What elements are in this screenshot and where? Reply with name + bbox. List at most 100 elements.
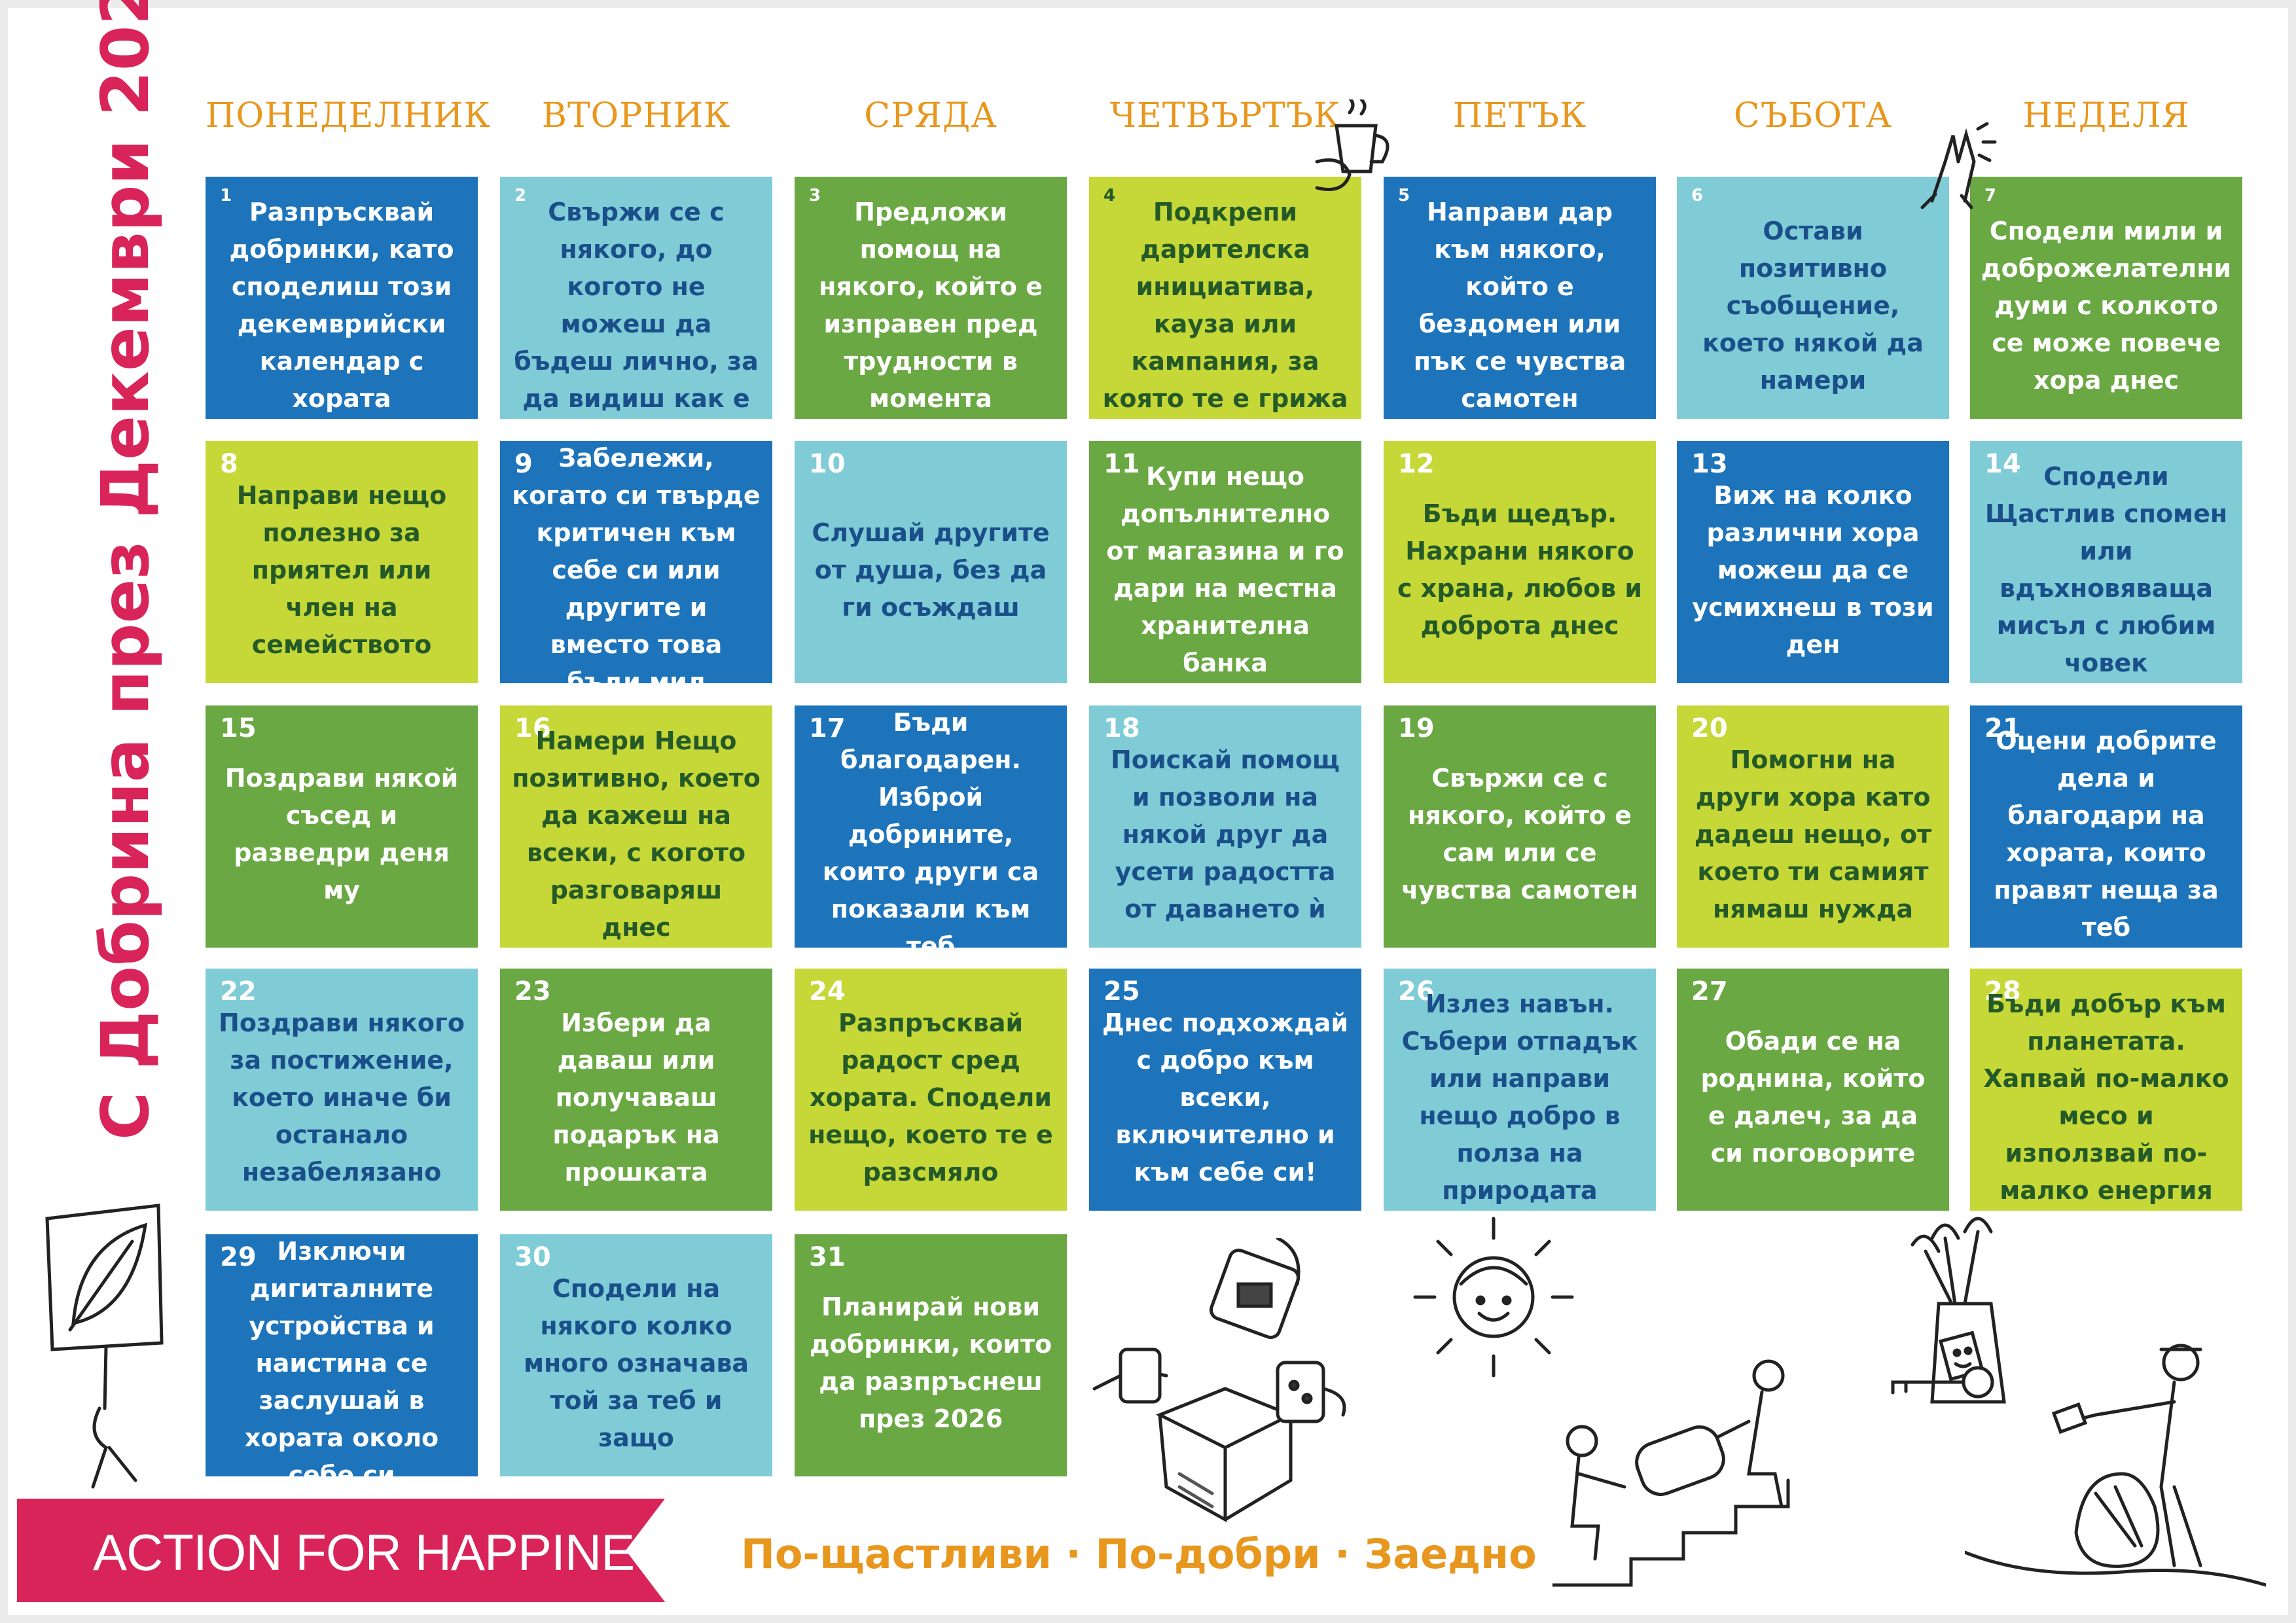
day-number: 19 (1398, 713, 1435, 743)
day-number: 4 (1103, 186, 1116, 205)
day-task: Купи нещо допълнително от магазина и го … (1106, 462, 1344, 677)
day-number: 28 (1984, 976, 2021, 1007)
day-number: 2 (514, 186, 527, 205)
weekday-thursday: ЧЕТВЪРТЪК (1109, 96, 1341, 135)
day-task: Оцени добрите дела и благодари на хората… (1994, 726, 2219, 942)
litter-picker-icon (1965, 1344, 2266, 1587)
day-number: 31 (809, 1242, 846, 1272)
day-number: 9 (514, 449, 533, 479)
day-number: 3 (809, 186, 821, 205)
day-task: Сподели на някого колко много означава т… (523, 1274, 749, 1452)
day-task: Поздрави някой съсед и разведри деня му (224, 764, 459, 904)
day-number: 11 (1103, 449, 1140, 479)
tagline: По-щастливи · По-добри · Заедно (741, 1530, 1537, 1578)
day-number: 12 (1398, 449, 1435, 479)
day-number: 30 (514, 1242, 551, 1272)
day-number: 20 (1691, 713, 1728, 743)
weekday-wednesday: СРЯДА (864, 96, 997, 135)
day-task: Избери да даваш или получаваш подарък на… (552, 1008, 720, 1186)
day-task: Обади се на роднина, който е далеч, за д… (1700, 1027, 1926, 1168)
day-task: Свържи се с някого, който е сам или се ч… (1401, 764, 1638, 904)
weekday-saturday: СЪБОТА (1733, 96, 1892, 135)
day-number: 22 (220, 976, 257, 1007)
day-task: Подкрепи дарителска инициатива, кауза ил… (1102, 198, 1348, 413)
day-number: 25 (1103, 976, 1140, 1007)
day-number: 1 (220, 186, 232, 205)
day-task: Днес подхождай с добро към всеки, включи… (1102, 1008, 1349, 1186)
day-task: Слушай другите от душа, без да ги осъжда… (812, 518, 1050, 622)
day-task: Разпръсквай радост сред хората. Сподели … (808, 1008, 1053, 1186)
day-task: Планирай нови добринки, които да разпръс… (809, 1293, 1052, 1433)
day-number: 18 (1103, 713, 1140, 743)
day-task: Излез навън. Събери отпадък или направи … (1401, 990, 1638, 1205)
high-five-icon (1920, 122, 1997, 209)
calendar-title: С Добрина през Декември 2025 (87, 0, 164, 1140)
smiling-sun-icon (1413, 1217, 1574, 1378)
day-number: 8 (220, 449, 238, 479)
day-task: Бъди добър към планетата. Хапвай по-малк… (1983, 990, 2229, 1205)
day-task: Направи дар към някого, който е бездомен… (1413, 198, 1626, 413)
day-number: 26 (1398, 976, 1435, 1007)
day-task: Забележи, когато си твърде критичен към … (512, 443, 761, 696)
day-task: Сподели мили и доброжелателни думи с кол… (1981, 216, 2232, 395)
day-number: 5 (1398, 186, 1410, 205)
day-number: 29 (220, 1242, 257, 1272)
day-number: 6 (1691, 186, 1704, 205)
day-task: Поискай помощ и позволи на някой друг да… (1111, 745, 1340, 923)
day-task: Свържи се с някого, до когото не можеш д… (514, 198, 759, 413)
day-task: Поздрави някого за постижение, което ина… (219, 1008, 465, 1186)
day-task: Остави позитивно съобщение, което някой … (1702, 216, 1924, 395)
day-task: Изключи дигиталните устройства и наистин… (244, 1236, 439, 1489)
day-task: Виж на колко различни хора можеш да се у… (1692, 480, 1934, 659)
brand-ribbon (17, 1499, 665, 1602)
day-task: Бъди щедър. Нахрани някого с храна, любо… (1397, 499, 1642, 640)
day-task: Помогни на други хора като дадеш нещо, о… (1694, 745, 1932, 923)
day-number: 21 (1984, 713, 2021, 743)
leaf-sign-icon (45, 1204, 164, 1489)
day-number: 10 (809, 449, 846, 479)
weekday-monday: ПОНЕДЕЛНИК (206, 96, 491, 135)
day-number: 27 (1691, 976, 1728, 1007)
weekday-sunday: НЕДЕЛЯ (2022, 96, 2190, 135)
day-task: Направи нещо полезно за приятел или член… (236, 480, 447, 659)
key-icon (1891, 1366, 1994, 1399)
day-number: 7 (1984, 186, 1997, 205)
day-task: Бъди благодарен. Изброй добрините, които… (822, 707, 1039, 961)
day-task: Предложи помощ на някого, който е изправ… (819, 198, 1043, 413)
day-number: 14 (1984, 449, 2021, 479)
giving-hands-icon (1092, 1238, 1346, 1523)
day-task: Намери Нещо позитивно, което да кажеш на… (512, 726, 761, 942)
day-task: Сподели Щастлив спомен или вдъхновяваща … (1984, 462, 2228, 677)
day-number: 17 (809, 713, 846, 743)
day-number: 16 (514, 713, 551, 743)
brand-label: ACTION FOR HAPPINESS (93, 1524, 702, 1581)
helping-stairs-icon (1552, 1359, 1790, 1587)
coffee-cup-icon (1315, 99, 1390, 191)
